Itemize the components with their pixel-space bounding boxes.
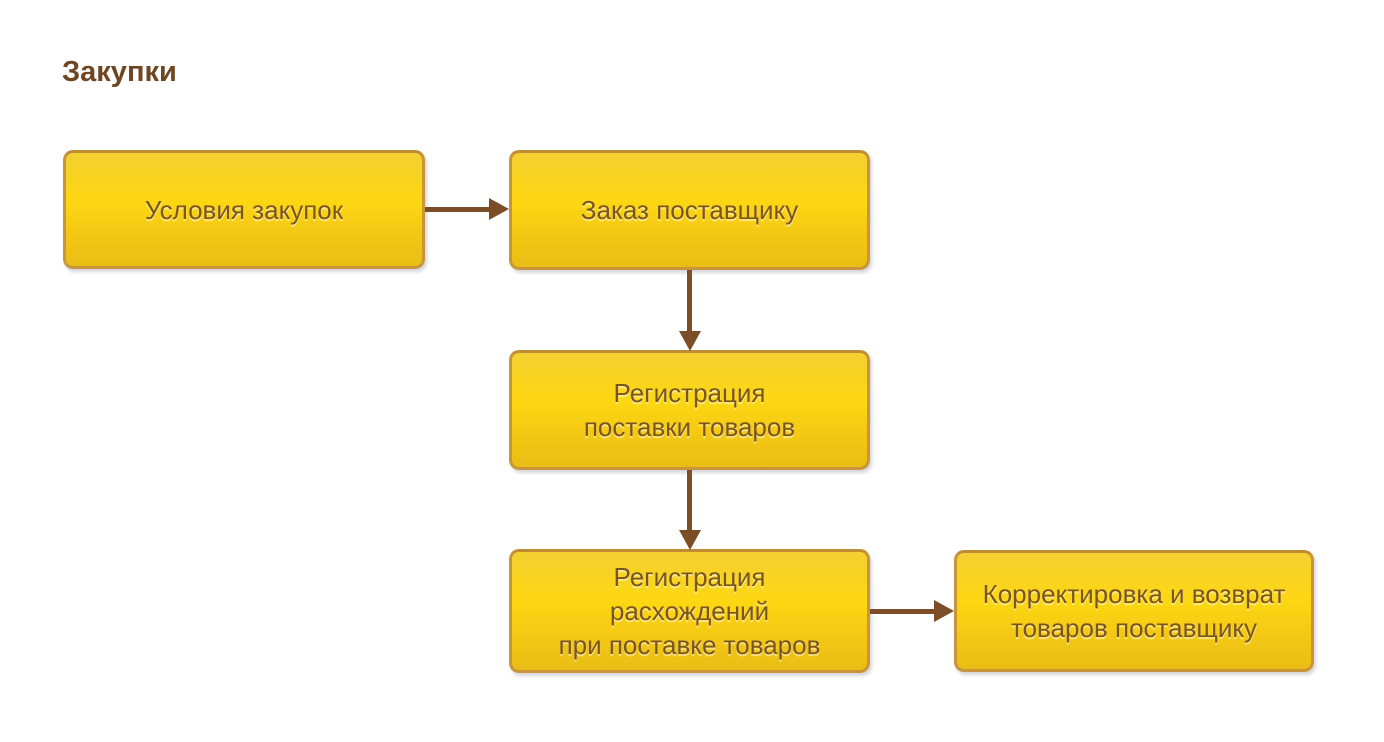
flow-node-label: товаров поставщику bbox=[1010, 613, 1258, 643]
arrow-head-down-icon bbox=[679, 331, 701, 351]
arrow-head-right-icon bbox=[934, 600, 954, 622]
flow-node-supplier-order[interactable]: Заказ поставщику bbox=[509, 150, 870, 270]
flow-node-correction-and-return[interactable]: Корректировка и возврат товаров поставщи… bbox=[954, 550, 1314, 672]
flow-node-label: при поставке товаров bbox=[558, 630, 821, 660]
flow-node-label: Заказ поставщику bbox=[580, 195, 799, 225]
flow-node-label: Регистрация bbox=[613, 378, 766, 408]
flow-node-label: Корректировка и возврат bbox=[982, 579, 1286, 609]
flow-node-label: поставки товаров bbox=[583, 412, 796, 442]
flow-node-purchase-terms[interactable]: Условия закупок bbox=[63, 150, 425, 269]
flow-node-label: Регистрация bbox=[613, 562, 766, 592]
arrow-line-discrepancy-to-correction bbox=[870, 609, 936, 614]
page-title: Закупки bbox=[62, 56, 177, 88]
flow-node-label: Условия закупок bbox=[144, 194, 344, 225]
arrow-line-terms-to-order bbox=[425, 207, 491, 212]
arrow-head-down-icon bbox=[679, 530, 701, 550]
flow-node-label: расхождений bbox=[609, 596, 770, 626]
flow-node-goods-delivery-registration[interactable]: Регистрация поставки товаров bbox=[509, 350, 870, 470]
flow-node-delivery-discrepancy-registration[interactable]: Регистрация расхождений при поставке тов… bbox=[509, 549, 870, 673]
arrow-line-delivery-to-discrepancy bbox=[687, 470, 692, 532]
arrow-line-order-to-delivery bbox=[687, 270, 692, 333]
arrow-head-right-icon bbox=[489, 198, 509, 220]
